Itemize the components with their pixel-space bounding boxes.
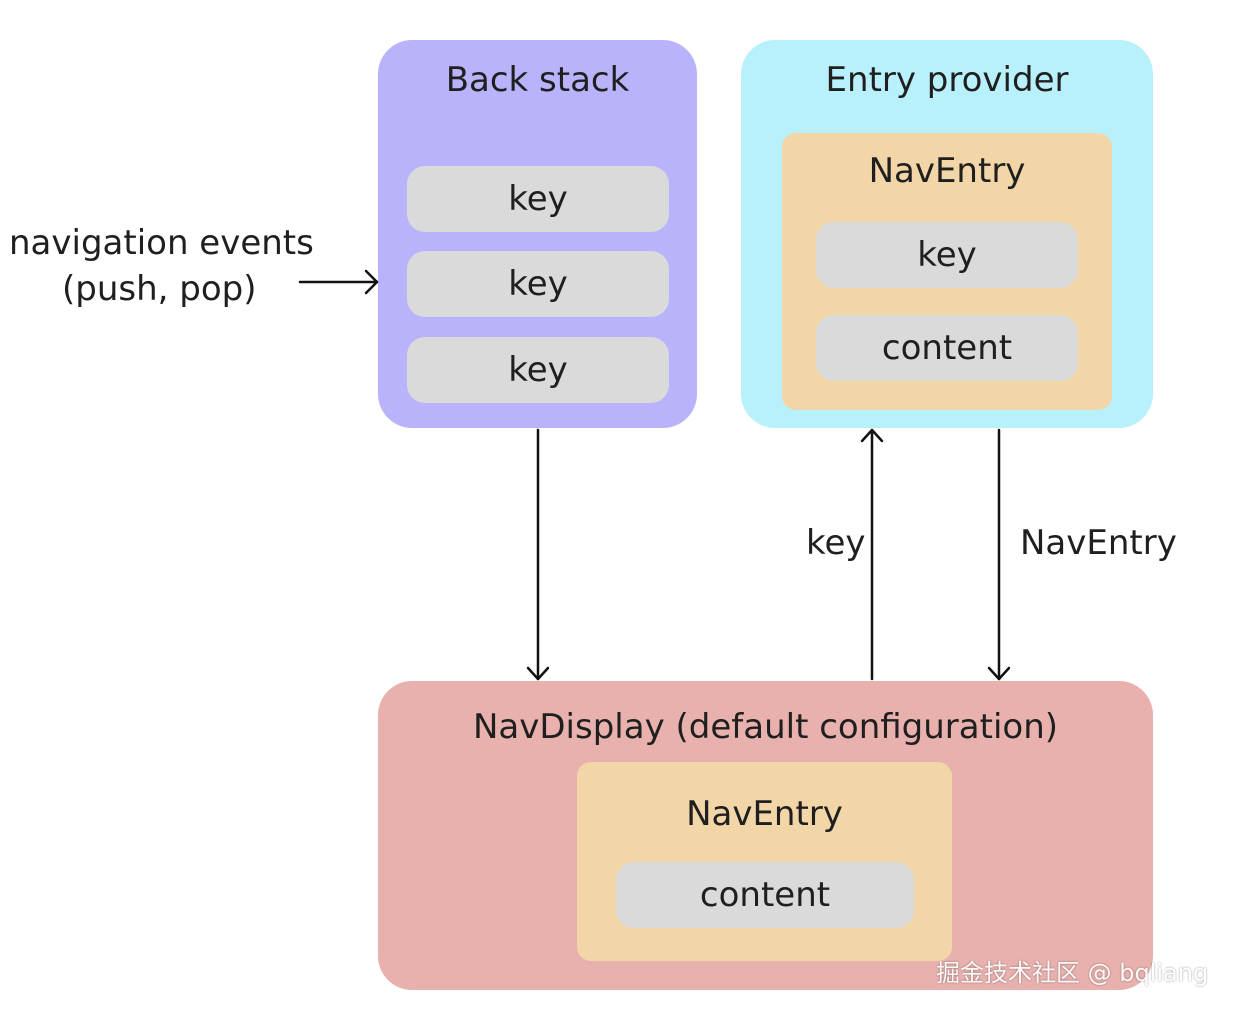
watermark: 掘金技术社区 @ bqliang — [936, 959, 1209, 987]
entry-provider-nav-entry: NavEntry key content — [782, 133, 1112, 410]
entry-provider-title: Entry provider — [825, 60, 1069, 100]
back-stack-key-3: key — [407, 337, 669, 403]
navigation-events-label: navigation events — [9, 223, 314, 263]
back-stack-key-2: key — [407, 251, 669, 317]
nav-entry-arrow-label: NavEntry — [1020, 523, 1177, 563]
back-stack-title: Back stack — [445, 60, 630, 100]
navigation-events-arrow — [298, 269, 379, 295]
nav-display-box: NavDisplay (default configuration) NavEn… — [378, 681, 1153, 990]
nav-display-nav-entry-title: NavEntry — [686, 794, 843, 834]
nav-entry-to-nav-display-arrow — [987, 428, 1011, 681]
entry-provider-nav-entry-title: NavEntry — [868, 151, 1026, 191]
key-to-entry-provider-arrow — [860, 428, 884, 681]
key-arrow-label: key — [806, 523, 866, 563]
entry-provider-key: key — [816, 222, 1078, 288]
nav-display-title: NavDisplay (default configuration) — [472, 707, 1059, 747]
push-pop-label: (push, pop) — [62, 269, 257, 309]
entry-provider-box: Entry provider NavEntry key content — [741, 40, 1153, 428]
back-stack-key-1: key — [407, 166, 669, 232]
nav-display-nav-entry: NavEntry content — [577, 762, 952, 961]
back-stack-box: Back stack key key key — [378, 40, 697, 428]
entry-provider-content: content — [816, 315, 1078, 381]
nav-display-content: content — [616, 862, 914, 928]
back-stack-to-nav-display-arrow — [526, 428, 550, 681]
